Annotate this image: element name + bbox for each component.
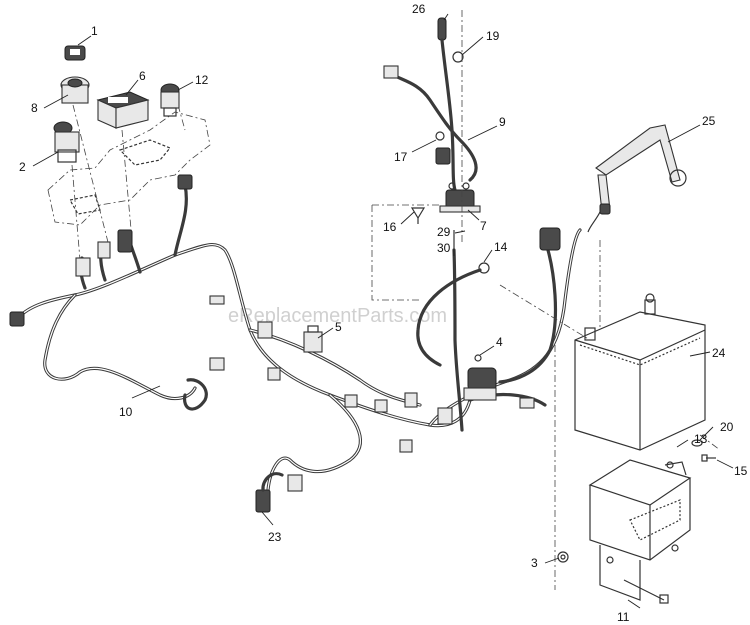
part-6-hour-meter[interactable]: [96, 91, 150, 129]
callout-14[interactable]: 14: [494, 240, 508, 254]
part-24-battery[interactable]: [574, 293, 706, 451]
guide-line: [71, 164, 81, 261]
part-14-cable-end[interactable]: [416, 262, 490, 367]
callout-1[interactable]: 1: [91, 24, 98, 38]
part-11-bolt[interactable]: [623, 579, 669, 604]
part-17-connector[interactable]: [435, 131, 451, 165]
part-10-wiring-harness[interactable]: [9, 174, 582, 492]
callout-19[interactable]: 19: [486, 29, 500, 43]
part-30-cable[interactable]: [452, 248, 464, 432]
part-20-washer[interactable]: [691, 439, 703, 447]
callout-4[interactable]: 4: [496, 335, 503, 349]
callout-6[interactable]: 6: [139, 69, 146, 83]
harness-relay: [463, 367, 497, 401]
part-25-battery-strap[interactable]: [587, 124, 687, 233]
part-12-indicator[interactable]: [160, 83, 180, 117]
callout-26[interactable]: 26: [412, 2, 426, 16]
callout-15[interactable]: 15: [734, 464, 748, 478]
part-7-starter-solenoid[interactable]: [439, 182, 481, 213]
leader-lines: [32, 13, 734, 609]
part-1-key[interactable]: [64, 45, 86, 61]
part-9-wire-lead[interactable]: [383, 65, 478, 182]
guide-line: [371, 205, 420, 301]
callout-16[interactable]: 16: [383, 220, 397, 234]
callout-17[interactable]: 17: [394, 150, 408, 164]
callout-23[interactable]: 23: [268, 530, 282, 544]
callout-24[interactable]: 24: [712, 346, 726, 360]
callout-30[interactable]: 30: [437, 241, 451, 255]
callout-10[interactable]: 10: [119, 405, 133, 419]
callout-8[interactable]: 8: [31, 101, 38, 115]
callout-20[interactable]: 20: [720, 420, 734, 434]
callout-3[interactable]: 3: [531, 556, 538, 570]
part-4-screw[interactable]: [474, 354, 482, 362]
callout-12[interactable]: 12: [195, 73, 209, 87]
callout-labels: 1 2 3 4 5 6 7 8 9 10 11 12 13 14 15 16 1…: [19, 2, 748, 624]
callout-2[interactable]: 2: [19, 160, 26, 174]
part-19-nut[interactable]: [452, 51, 464, 63]
guide-line: [499, 284, 591, 341]
guide-line: [177, 104, 186, 131]
callout-29[interactable]: 29: [437, 225, 451, 239]
guide-line: [699, 434, 721, 451]
callout-13[interactable]: 13: [694, 432, 708, 446]
part-13-battery-tray[interactable]: [588, 459, 692, 601]
part-5-connector[interactable]: [303, 325, 323, 353]
callout-11[interactable]: 11: [617, 610, 630, 624]
guide-line: [72, 104, 111, 251]
part-3-nut[interactable]: [557, 551, 569, 563]
callout-7[interactable]: 7: [480, 219, 487, 233]
part-23-connector[interactable]: [255, 472, 284, 513]
watermark: eReplacementParts.com: [228, 305, 447, 327]
callout-5[interactable]: 5: [335, 320, 342, 334]
part-2-pto-switch[interactable]: [53, 121, 80, 163]
guide-line: [121, 129, 133, 241]
part-8-ignition-switch[interactable]: [60, 76, 90, 104]
callout-9[interactable]: 9: [499, 115, 506, 129]
callout-25[interactable]: 25: [702, 114, 716, 128]
part-16-screw[interactable]: [410, 207, 426, 224]
part-15-bolt[interactable]: [701, 454, 716, 462]
